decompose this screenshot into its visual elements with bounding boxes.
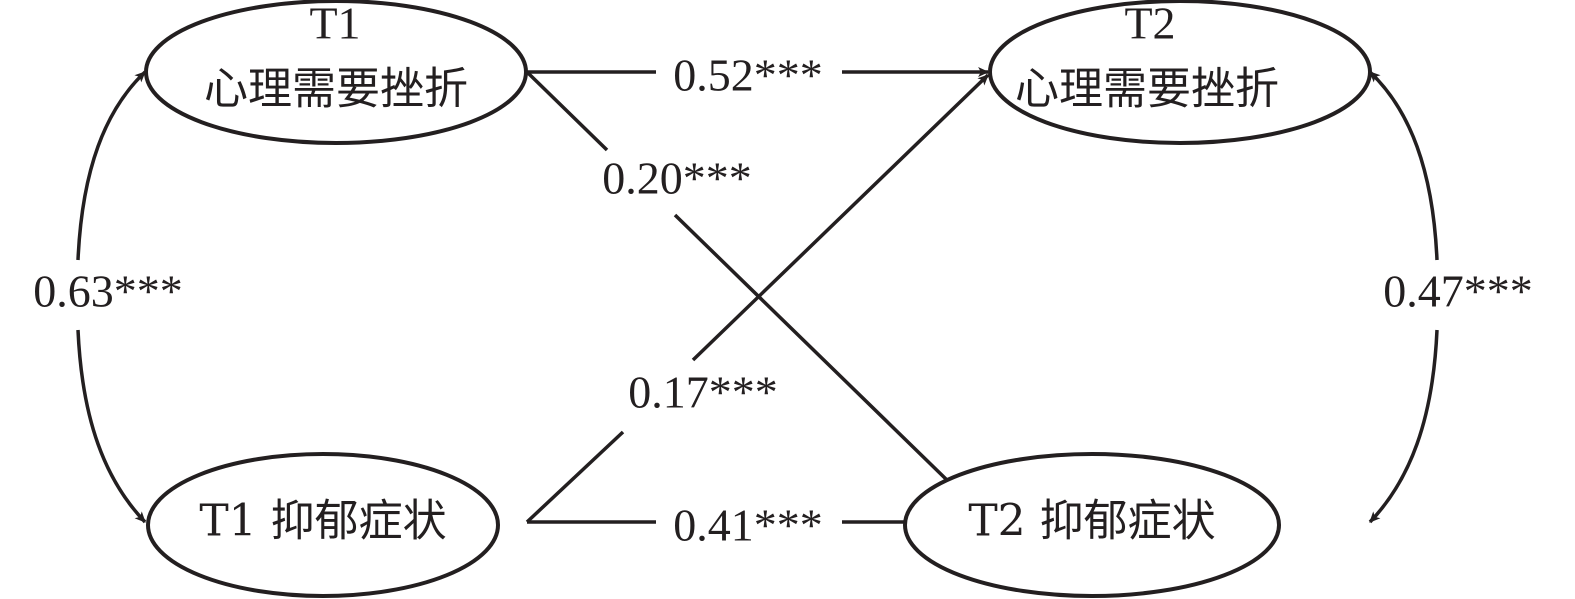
path-coefficient-label: 0.20***	[602, 153, 752, 204]
edge-arrow	[691, 73, 990, 362]
node-construct-label: 心理需要挫折	[1015, 64, 1279, 115]
node-t2-depressive-symptoms: T2 抑郁症状	[903, 452, 1281, 598]
path-t1-frustration-to-t2-frustration: 0.52***	[527, 50, 990, 101]
node-time-label: T2	[1124, 0, 1175, 49]
covariance-arc-top	[76, 70, 147, 261]
covariance-t2: 0.47***	[1368, 70, 1533, 524]
path-t1-frustration-to-t2-depression: 0.20***	[525, 70, 990, 522]
node-ellipse	[988, 0, 1372, 145]
node-ellipse	[144, 0, 528, 145]
node-ellipse	[903, 452, 1281, 598]
edge-segment	[525, 430, 625, 524]
path-t1-depression-to-t2-depression: 0.41***	[527, 500, 990, 551]
node-construct-label: 心理需要挫折	[204, 64, 468, 115]
node-t1-depressive-symptoms: T1 抑郁症状	[146, 452, 500, 598]
covariance-arc-bottom	[1368, 329, 1439, 524]
node-t2-psychological-need-frustration: T2 心理需要挫折	[988, 0, 1372, 145]
covariance-t1: 0.63***	[33, 70, 183, 524]
covariance-label: 0.47***	[1383, 266, 1533, 317]
path-coefficient-label: 0.52***	[673, 50, 823, 101]
node-t1-psychological-need-frustration: T1 心理需要挫折	[144, 0, 528, 145]
node-ellipse	[146, 452, 500, 598]
node-label: T2 抑郁症状	[968, 496, 1215, 547]
path-coefficient-label: 0.41***	[673, 500, 823, 551]
edge-segment	[525, 70, 609, 152]
path-coefficient-label: 0.17***	[628, 367, 778, 418]
path-t1-depression-to-t2-frustration: 0.17***	[525, 73, 990, 524]
node-time-label: T1	[309, 0, 360, 49]
covariance-arc-bottom	[76, 329, 147, 524]
covariance-arc-top	[1368, 70, 1439, 261]
edge-arrow	[673, 213, 990, 522]
covariance-label: 0.63***	[33, 266, 183, 317]
node-label: T1 抑郁症状	[199, 496, 446, 547]
